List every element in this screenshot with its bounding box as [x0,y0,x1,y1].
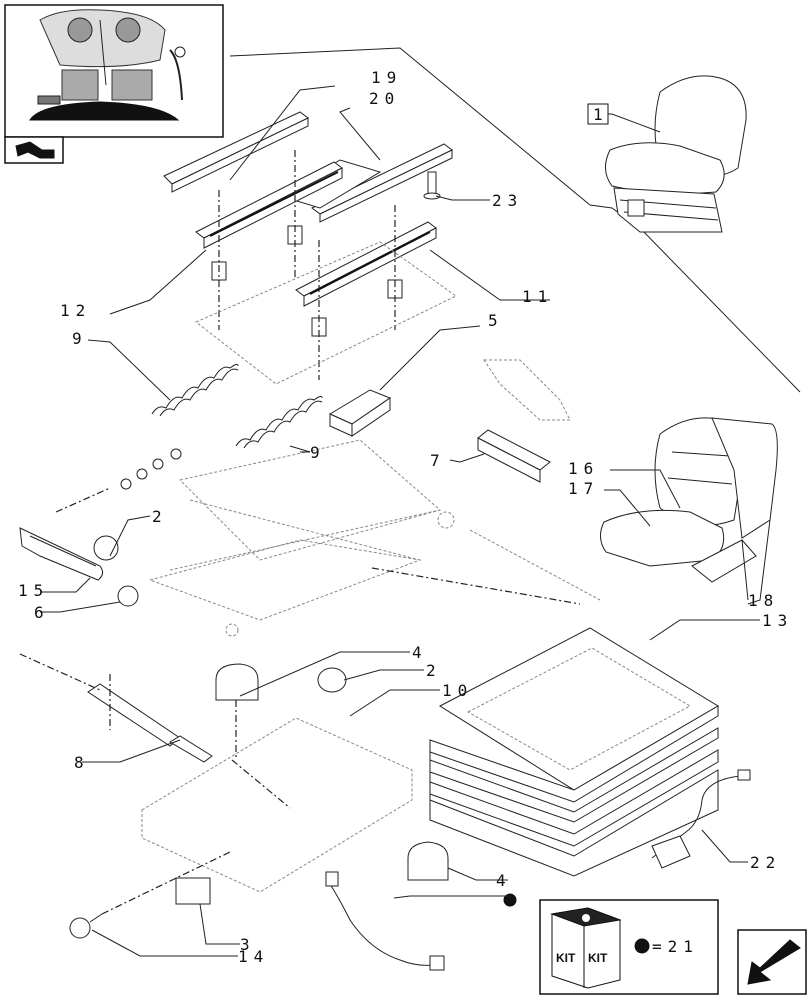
assembly-line [231,759,291,809]
callout-9-lower: 9 [310,443,326,462]
callout-2-lower: 2 [426,661,442,680]
screw-23 [423,171,441,200]
seat-backrest-16 [654,417,744,526]
cap-4-upper [215,663,259,701]
bushing-2-lower [317,667,347,693]
callout-12: 12 [60,301,91,320]
callout-4-upper: 4 [412,643,428,662]
knob-14 [69,851,231,939]
callout-4-lower: 4 [496,871,512,890]
callout-7: 7 [430,451,446,470]
location-thumbnail [4,4,224,138]
seat-cushion-17 [600,509,757,583]
cap-4-lower [407,841,449,881]
callout-1-box: 1 [587,103,609,125]
harness-kit-21 [325,871,517,971]
spring-lower [235,395,323,449]
axis-line [371,567,581,605]
lower-seat-rail-right [295,221,437,307]
spring-upper [151,363,239,417]
upper-seat-rail [163,111,309,193]
callout-5: 5 [488,311,504,330]
callout-8: 8 [74,753,90,772]
seat-back-cover-18 [711,417,778,539]
upper-seat-rail-right [311,143,453,223]
callout-20: 20 [369,89,400,108]
scissor-frame [148,439,601,637]
callout-3: 3 [240,935,256,954]
kit-box-icon: KIT KIT [550,907,622,989]
lever-bracket [483,359,571,421]
kit-equals-label: =21 [652,937,699,956]
callout-9-upper: 9 [72,329,88,348]
callout-14: 14 [238,947,269,966]
base-frame [141,717,413,893]
callout-6: 6 [34,603,50,622]
rail-spacers [211,150,403,380]
callout-17: 17 [568,479,599,498]
bushing-2-upper [93,535,119,561]
adjuster-strip-7 [477,429,551,483]
callout-23: 23 [492,191,523,210]
lower-seat-rail-left [195,161,343,249]
leader-lines [40,85,771,957]
cushion-part-5 [328,389,392,437]
callout-11: 11 [522,287,553,306]
cap-6 [117,585,139,607]
callout-18: 18 [748,591,779,610]
callout-22: 22 [750,853,781,872]
callout-2-upper: 2 [152,507,168,526]
washers [120,448,182,490]
back-arrow-icon[interactable] [4,136,64,164]
kit-dot-icon [634,938,650,954]
callout-16: 16 [568,459,599,478]
callout-10: 10 [442,681,473,700]
next-page-arrow-icon[interactable] [737,929,807,995]
kit-legend: KIT KIT =21 [539,899,719,995]
block-3 [175,877,211,905]
callout-15: 15 [18,581,49,600]
complete-seat-illustration [605,75,747,233]
handle-15 [19,487,111,581]
callout-1: 1 [593,105,609,124]
bellows-housing-13 [429,627,719,877]
shock-absorber-8 [19,653,213,763]
seat-mounting-plate [195,241,457,385]
callout-19: 19 [371,68,402,87]
separator-line [229,47,801,393]
cable-sensor-22 [651,769,751,869]
kit-label-left: KIT [556,951,576,965]
kit-label-right: KIT [588,951,608,965]
callout-13: 13 [762,611,793,630]
